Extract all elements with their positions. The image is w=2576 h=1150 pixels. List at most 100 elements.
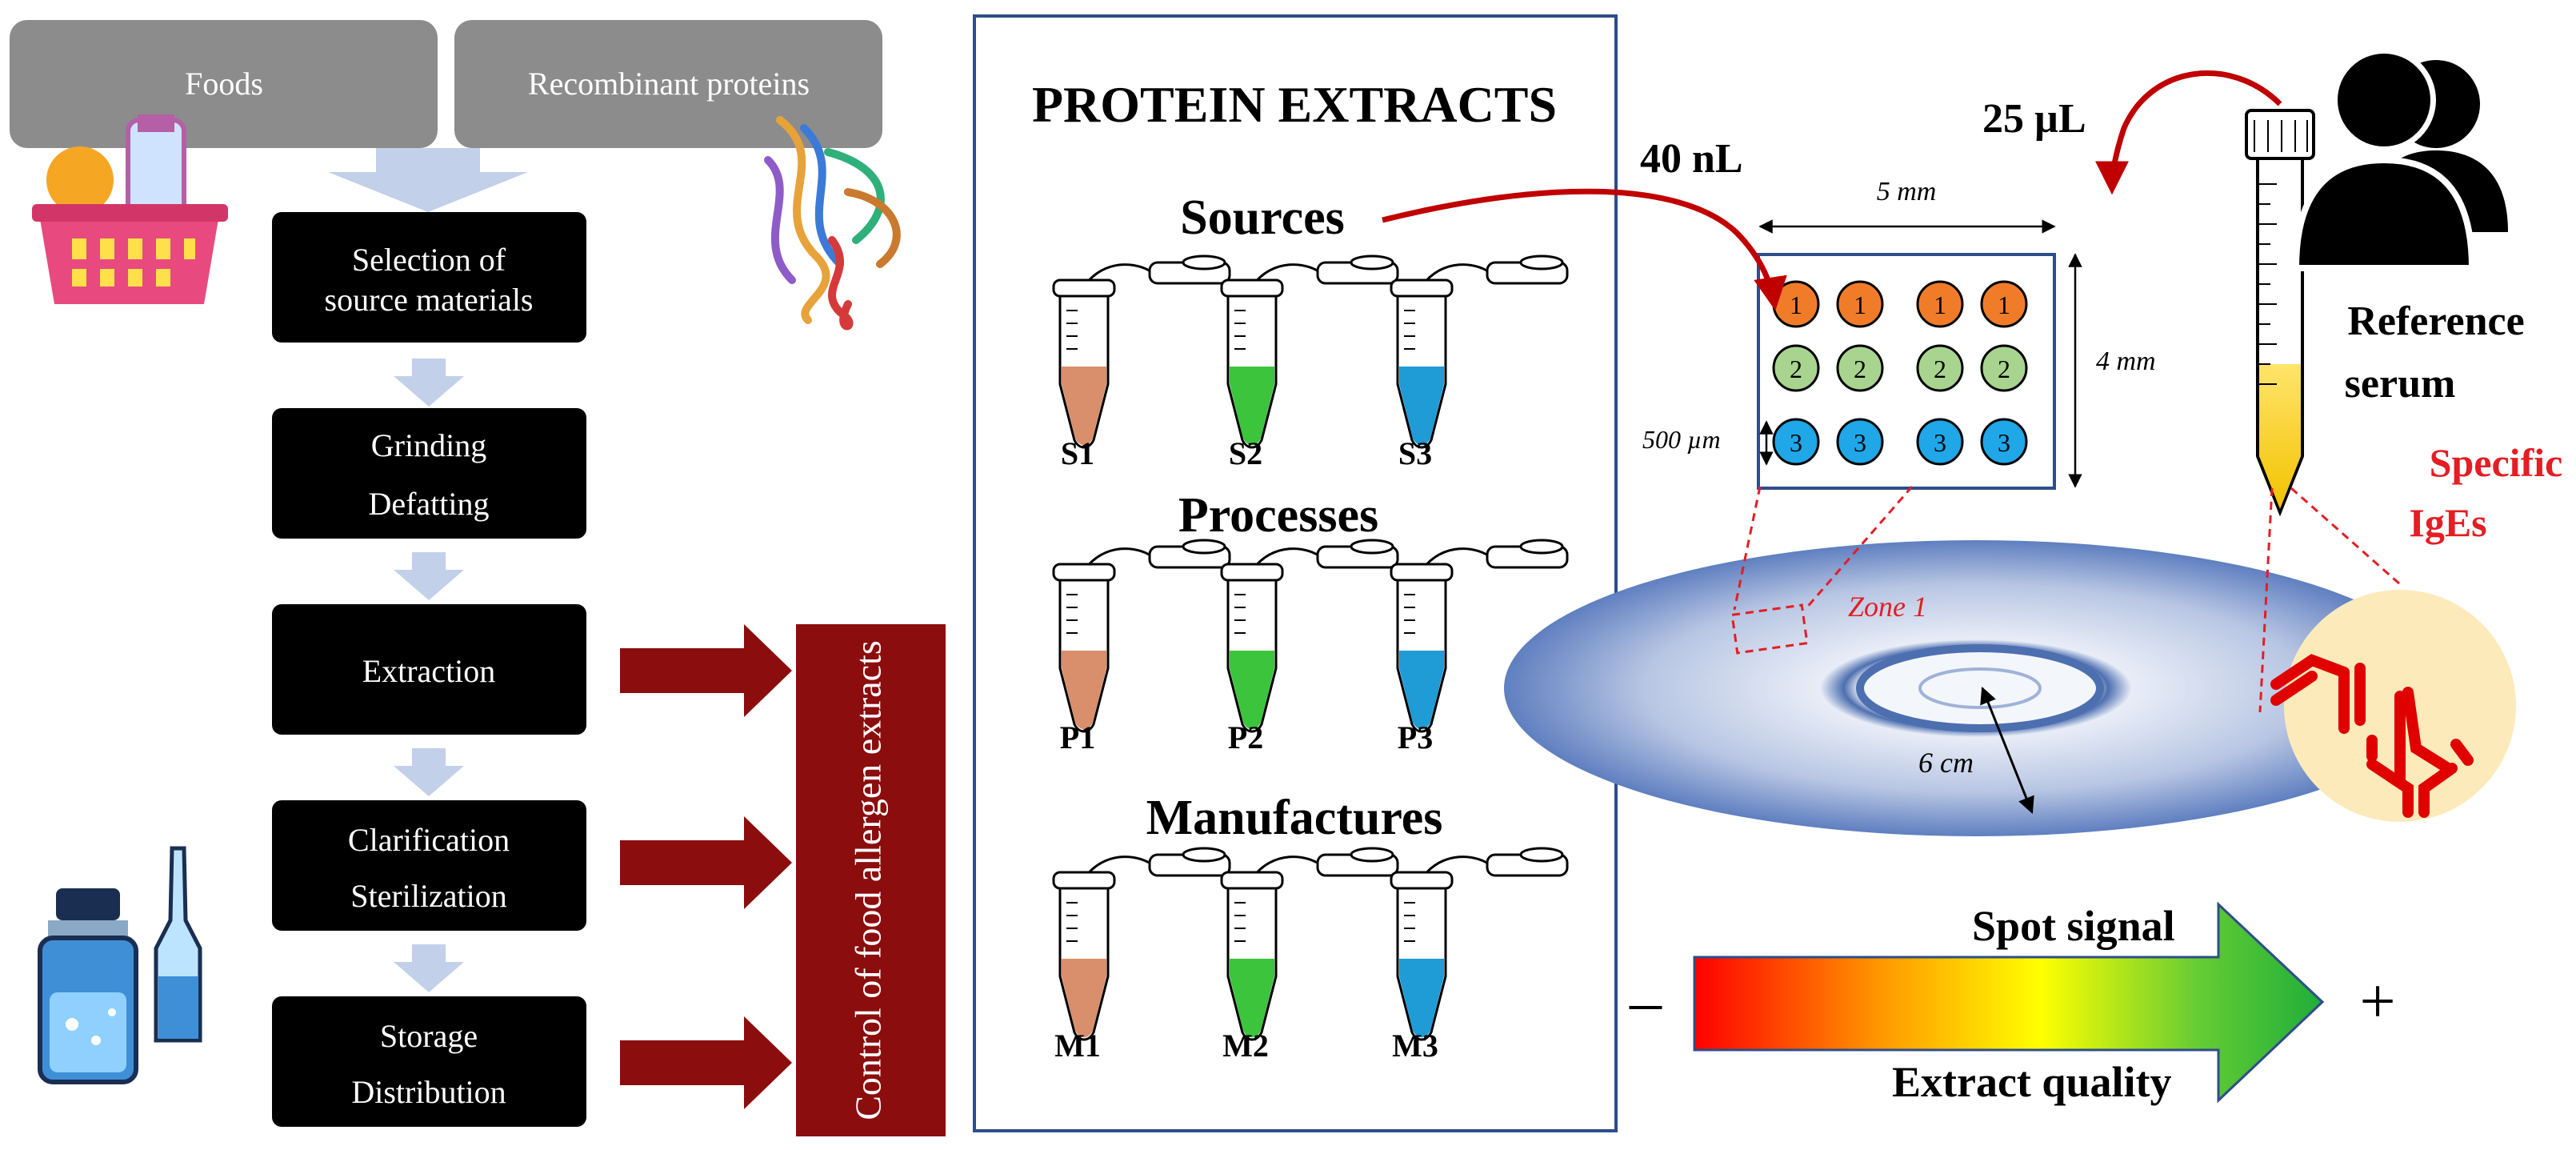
group-manufactures-title: Manufactures bbox=[1146, 791, 1443, 845]
tube-zoom-line-left bbox=[2258, 487, 2274, 713]
recombinant-label: Recombinant proteins bbox=[528, 66, 810, 102]
microtube-icon bbox=[1390, 847, 1569, 1041]
spot-label: 3 bbox=[1998, 428, 2010, 457]
spot-signal-label: Spot signal bbox=[1972, 902, 2175, 950]
serum-label-line-2: serum bbox=[2345, 361, 2456, 407]
tube-label: S2 bbox=[1229, 435, 1262, 471]
microtube-icon bbox=[1052, 254, 1231, 449]
cd-inner-ring bbox=[1918, 667, 2042, 709]
tube-label: P1 bbox=[1060, 719, 1095, 755]
spot bbox=[1836, 344, 1884, 392]
spot bbox=[1772, 344, 1820, 392]
control-arrow-2 bbox=[620, 816, 792, 909]
zoom-line-left bbox=[1733, 486, 1762, 611]
flow-step-2: Grinding Defatting bbox=[272, 408, 586, 539]
tube-label: P2 bbox=[1228, 719, 1263, 755]
width-label: 5 mm bbox=[1877, 177, 1937, 206]
spot bbox=[1980, 418, 2028, 466]
spot-label: 1 bbox=[1934, 291, 1946, 319]
step-4-line-1: Clarification bbox=[348, 822, 510, 858]
step-1-line-2: source materials bbox=[325, 282, 534, 318]
spot bbox=[1916, 344, 1964, 392]
flow-arrow-3 bbox=[394, 748, 464, 796]
gradient-arrow bbox=[1693, 901, 2325, 1104]
tube-label: P3 bbox=[1398, 719, 1433, 755]
serum-volume-label: 25 µL bbox=[1982, 96, 2086, 142]
control-box bbox=[796, 624, 946, 1136]
plus-sign: + bbox=[2359, 967, 2395, 1037]
microtube-icon bbox=[1390, 254, 1569, 449]
spot bbox=[1980, 280, 2028, 328]
serum-tube-icon bbox=[2245, 109, 2315, 517]
people-icon bbox=[2292, 48, 2508, 271]
serum-label-line-1: Reference bbox=[2347, 299, 2524, 344]
height-label: 4 mm bbox=[2096, 347, 2156, 376]
ige-label-line-1: Specific bbox=[2430, 440, 2563, 485]
flow-panel: Foods Recombinant proteins bbox=[10, 20, 946, 1136]
spot-size-label: 500 µm bbox=[1642, 425, 1721, 454]
flow-arrow-1 bbox=[394, 359, 464, 407]
foods-label: Foods bbox=[185, 66, 263, 102]
spot bbox=[1836, 280, 1884, 328]
spot bbox=[1916, 418, 1964, 466]
step-5-line-1: Storage bbox=[380, 1018, 478, 1054]
spot-label: 2 bbox=[1934, 355, 1946, 383]
spot-label: 1 bbox=[1998, 291, 2010, 319]
cd-hole bbox=[1856, 644, 2104, 732]
basket-icon bbox=[32, 114, 228, 304]
spot bbox=[1980, 344, 2028, 392]
spot-label: 2 bbox=[1998, 355, 2010, 383]
tube-label: S3 bbox=[1398, 435, 1432, 471]
spot-label: 2 bbox=[1854, 355, 1866, 383]
tube-label: M2 bbox=[1222, 1028, 1269, 1064]
flow-step-4: Clarification Sterilization bbox=[272, 800, 586, 931]
spot bbox=[1772, 418, 1820, 466]
control-arrow-3 bbox=[620, 1016, 792, 1109]
tube-label: M1 bbox=[1054, 1028, 1101, 1064]
flow-step-3: Extraction bbox=[272, 604, 586, 735]
control-arrow-1 bbox=[620, 624, 792, 717]
tube-zoom-line-right bbox=[2290, 487, 2401, 586]
tube-label: M3 bbox=[1392, 1028, 1438, 1064]
foods-box bbox=[10, 20, 438, 148]
microtube-icon bbox=[1220, 539, 1399, 733]
spot-label: 1 bbox=[1790, 291, 1802, 319]
control-label: Control of food allergen extracts bbox=[848, 640, 889, 1120]
spot-label: 2 bbox=[1790, 355, 1802, 383]
spot bbox=[1836, 418, 1884, 466]
step-1-line-1: Selection of bbox=[352, 242, 506, 278]
vial-icon bbox=[38, 846, 202, 1084]
spot-label: 3 bbox=[1854, 428, 1866, 457]
group-processes-title: Processes bbox=[1178, 488, 1378, 543]
spot-volume-label: 40 nL bbox=[1640, 136, 1743, 182]
step-5-line-2: Distribution bbox=[351, 1074, 506, 1110]
microtube-icon bbox=[1220, 847, 1399, 1041]
extract-quality-label: Extract quality bbox=[1892, 1058, 2171, 1106]
zone-1-label: Zone 1 bbox=[1848, 591, 1927, 623]
disc-radius-label: 6 cm bbox=[1918, 747, 1974, 779]
disc-radius-line bbox=[1980, 687, 2034, 814]
microtube-icon bbox=[1052, 539, 1231, 733]
spot-label: 3 bbox=[1934, 428, 1946, 457]
flow-arrow-2 bbox=[394, 552, 464, 600]
zoom-line-right bbox=[1803, 486, 1914, 611]
microtube-icon bbox=[1052, 847, 1231, 1041]
flow-arrow-4 bbox=[394, 944, 464, 992]
ige-label-line-2: IgEs bbox=[2409, 500, 2486, 545]
extracts-title: PROTEIN EXTRACTS bbox=[1032, 76, 1557, 133]
recombinant-box bbox=[454, 20, 882, 148]
step-4-line-2: Sterilization bbox=[350, 878, 507, 914]
spot-label: 1 bbox=[1854, 291, 1866, 319]
protein-structure-icon bbox=[764, 116, 901, 331]
extracts-panel: PROTEIN EXTRACTS Sources Processes Manuf… bbox=[973, 14, 1618, 1132]
microtube-icon bbox=[1390, 539, 1569, 733]
antibody-icon bbox=[2270, 654, 2474, 818]
step-3-line-1: Extraction bbox=[362, 653, 496, 689]
flow-step-5: Storage Distribution bbox=[272, 996, 586, 1127]
tube-label: S1 bbox=[1061, 435, 1094, 471]
quality-gradient: Spot signal Extract quality – + bbox=[1629, 901, 2396, 1106]
spot bbox=[1916, 280, 1964, 328]
